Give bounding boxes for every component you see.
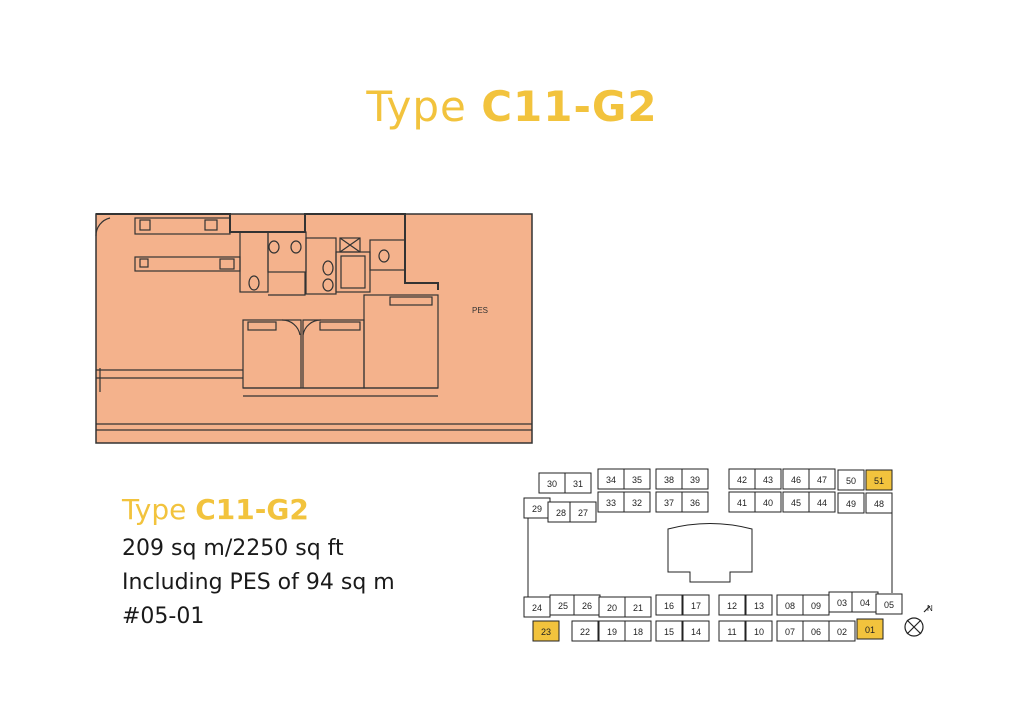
site-unit-label: 42 (737, 475, 747, 485)
site-unit-label: 51 (874, 476, 884, 486)
site-unit-label: 16 (664, 601, 674, 611)
site-unit-label: 43 (763, 475, 773, 485)
site-unit-label: 38 (664, 475, 674, 485)
site-unit-label: 28 (556, 508, 566, 518)
site-unit-block (754, 491, 782, 513)
site-unit-block (571, 620, 599, 642)
site-unit-label: 49 (846, 499, 856, 509)
site-unit-label: 47 (817, 475, 827, 485)
site-unit-label: 44 (817, 498, 827, 508)
site-unit-label: 18 (633, 627, 643, 637)
site-unit-label: 19 (607, 627, 617, 637)
site-unit-label: 35 (632, 475, 642, 485)
site-unit-block (808, 468, 836, 490)
site-unit-label: 01 (865, 625, 875, 635)
site-unit-block (745, 594, 773, 616)
site-unit-label: 39 (690, 475, 700, 485)
floor-plan (95, 213, 533, 444)
site-unit-block (754, 468, 782, 490)
site-unit-label: 24 (532, 603, 542, 613)
site-unit-label: 07 (785, 627, 795, 637)
site-unit-label: 08 (785, 601, 795, 611)
site-unit-label: 25 (558, 601, 568, 611)
site-unit-block (682, 594, 710, 616)
page-title-code: C11-G2 (481, 82, 658, 131)
site-unit-label: 34 (606, 475, 616, 485)
site-unit-block (865, 492, 893, 514)
site-unit-block (837, 469, 865, 491)
site-unit-label: 26 (582, 601, 592, 611)
site-unit-label: 17 (691, 601, 701, 611)
site-unit-label: 45 (791, 498, 801, 508)
site-unit-block (681, 491, 709, 513)
site-unit-block (837, 492, 865, 514)
site-unit-label: 33 (606, 498, 616, 508)
site-unit-label: 29 (532, 504, 542, 514)
site-unit-label: 50 (846, 476, 856, 486)
site-unit-block (682, 620, 710, 642)
site-unit-block (624, 620, 652, 642)
pes-label: PES (472, 306, 488, 315)
site-unit-block (808, 491, 836, 513)
site-unit-label: 48 (874, 499, 884, 509)
site-unit-block (865, 469, 893, 491)
unit-pes: Including PES of 94 sq m (122, 570, 395, 595)
site-unit-label: 40 (763, 498, 773, 508)
site-unit-block (681, 468, 709, 490)
site-unit-block (532, 620, 560, 642)
site-unit-label: 15 (664, 627, 674, 637)
site-unit-label: 02 (837, 627, 847, 637)
site-unit-block (564, 472, 592, 494)
site-unit-block (623, 468, 651, 490)
site-plan: 30 31 34 35 38 39 42 43 46 47 50 51 29 28 27 33 32 37 36 41… (523, 468, 903, 642)
site-unit-label: 14 (691, 627, 701, 637)
site-unit-label: 41 (737, 498, 747, 508)
unit-type-prefix: Type (122, 493, 187, 526)
site-unit-label: 31 (573, 479, 583, 489)
site-unit-block (569, 501, 597, 523)
site-unit-label: 11 (727, 627, 736, 637)
site-unit-label: 06 (811, 627, 821, 637)
site-unit-label: 03 (837, 598, 847, 608)
site-unit-label: 10 (754, 627, 764, 637)
unit-info: Type C11-G2 209 sq m/2250 sq ft Includin… (122, 493, 395, 634)
unit-area: 209 sq m/2250 sq ft (122, 536, 344, 561)
site-unit-block (623, 491, 651, 513)
site-unit-block (718, 594, 746, 616)
page-title: Type C11-G2 (0, 82, 1024, 131)
site-unit-label: 46 (791, 475, 801, 485)
unit-type-title: Type C11-G2 (122, 493, 395, 526)
site-unit-label: 21 (633, 603, 643, 613)
site-unit-block (875, 593, 903, 615)
site-unit-label: 23 (541, 627, 551, 637)
site-unit-label: 20 (607, 603, 617, 613)
site-unit-block (856, 618, 884, 640)
site-unit-label: 22 (580, 627, 590, 637)
site-unit-label: 05 (884, 600, 894, 610)
clubhouse-building (667, 523, 753, 583)
compass-label: N (927, 604, 933, 613)
site-unit-label: 36 (690, 498, 700, 508)
site-unit-label: 13 (754, 601, 764, 611)
unit-number: #05-01 (122, 604, 205, 629)
site-unit-block (828, 620, 856, 642)
site-unit-label: 12 (727, 601, 737, 611)
unit-type-code: C11-G2 (195, 493, 309, 526)
site-unit-block (718, 620, 746, 642)
site-unit-block (655, 620, 683, 642)
site-unit-block (624, 596, 652, 618)
site-unit-label: 32 (632, 498, 642, 508)
site-unit-label: 27 (578, 508, 588, 518)
site-unit-block (745, 620, 773, 642)
page-title-prefix: Type (366, 82, 467, 131)
site-unit-block (655, 594, 683, 616)
site-unit-label: 09 (811, 601, 821, 611)
site-unit-label: 30 (547, 479, 557, 489)
site-unit-label: 04 (860, 598, 870, 608)
north-compass-icon (904, 605, 931, 637)
site-unit-label: 37 (664, 498, 674, 508)
